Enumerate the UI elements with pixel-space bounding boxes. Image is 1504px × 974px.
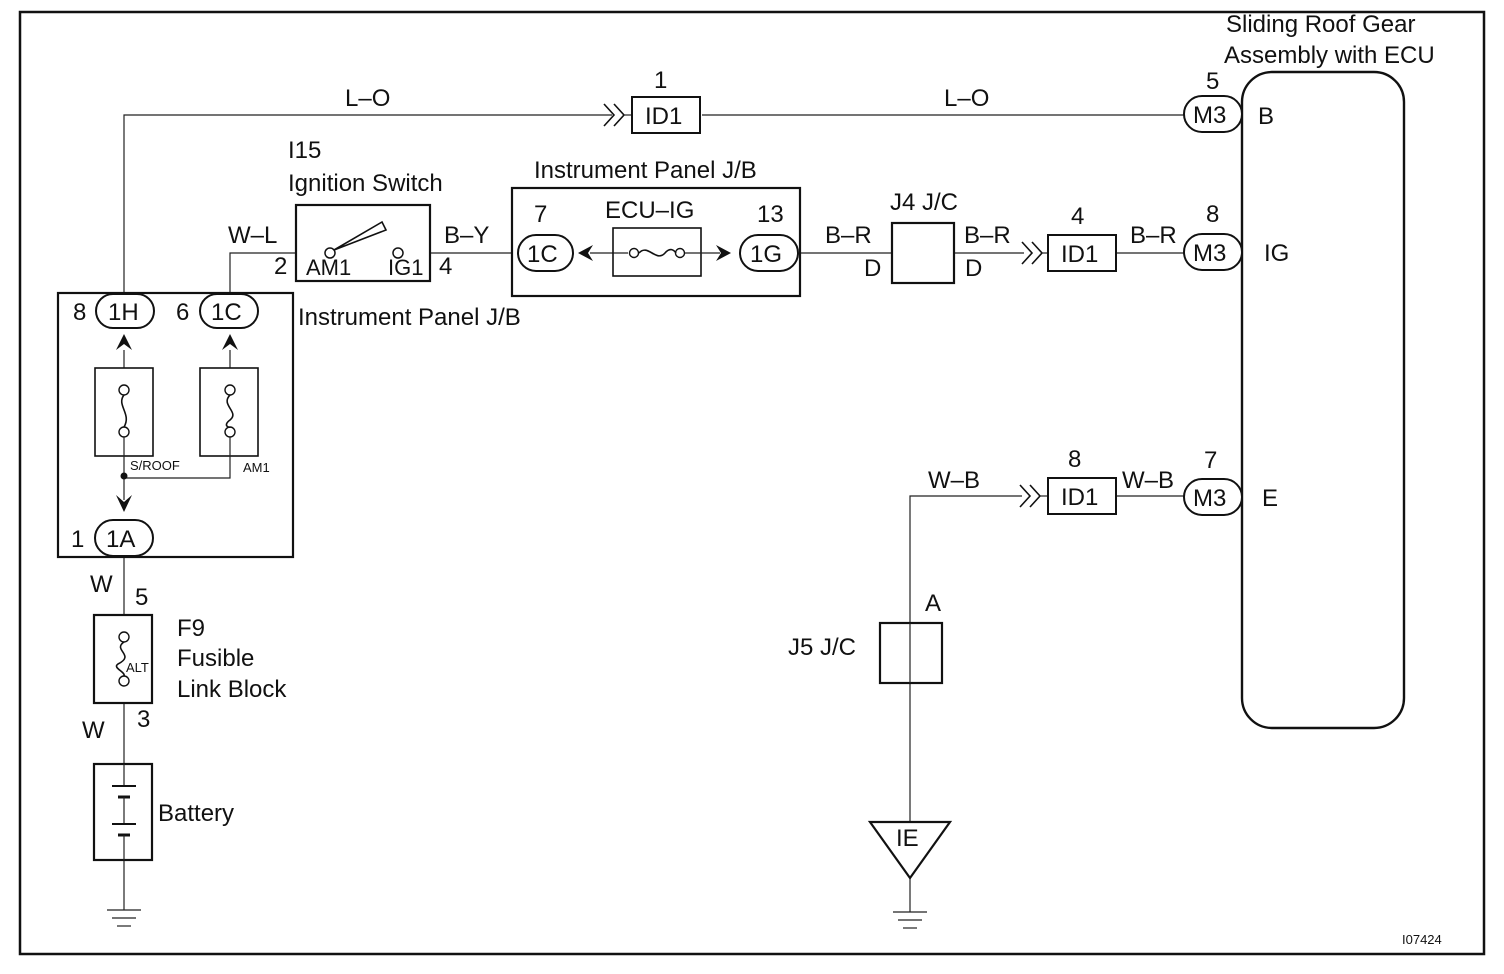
ecu-terminal-ig: IG xyxy=(1264,240,1289,267)
ecu-title-line2: Assembly with ECU xyxy=(1224,42,1435,69)
ground-symbol-battery xyxy=(107,909,141,927)
connector-id1-low-label: ID1 xyxy=(1061,484,1098,511)
ribbon-arrow-id1-mid xyxy=(1021,241,1044,265)
f9-name-line1: Fusible xyxy=(177,645,254,672)
ignition-name: Ignition Switch xyxy=(288,170,443,197)
f9-code: F9 xyxy=(177,615,205,642)
ecu-terminal-e: E xyxy=(1262,485,1278,512)
ignition-am1: AM1 xyxy=(306,255,351,280)
j4-left-pin: D xyxy=(864,255,881,282)
fuse-sroof-label: S/ROOF xyxy=(130,458,180,473)
connector-m3-ig xyxy=(1183,233,1243,271)
ground-symbol-ie xyxy=(893,911,927,929)
ground-ie-triangle xyxy=(867,820,953,880)
connector-1g-jb-pin: 13 xyxy=(757,201,784,228)
connector-id1-mid xyxy=(1047,234,1117,272)
connector-1a xyxy=(94,519,154,557)
connector-id1-low xyxy=(1047,477,1117,515)
connector-1c-jb-pin: 7 xyxy=(534,201,547,228)
arrow-up-1c xyxy=(222,334,238,350)
connector-1c xyxy=(199,293,259,329)
sliding-roof-ecu-box xyxy=(1240,70,1406,730)
f9-pin-3: 3 xyxy=(137,706,150,733)
connector-m3-b-label: M3 xyxy=(1193,102,1226,129)
ecu-terminal-b: B xyxy=(1258,103,1274,130)
wire-br-1-label: B–R xyxy=(825,222,872,249)
ignition-ig1: IG1 xyxy=(388,255,423,280)
wire-lo xyxy=(123,114,612,298)
wire-wb-1 xyxy=(909,495,1022,623)
connector-id1-mid-pin: 4 xyxy=(1071,203,1084,230)
j5-pin-a: A xyxy=(925,590,941,617)
connector-id1-low-pin: 8 xyxy=(1068,446,1081,473)
connector-1h xyxy=(95,293,155,329)
wire-wb-2-label: W–B xyxy=(1122,467,1174,494)
ipjb-left-box xyxy=(56,291,295,559)
connector-m3-e-label: M3 xyxy=(1193,485,1226,512)
connector-1c-jb xyxy=(517,234,574,272)
ipjb-left-label: Instrument Panel J/B xyxy=(298,304,521,331)
j5-junction xyxy=(878,621,944,685)
connector-1g-jb-label: 1G xyxy=(750,241,782,268)
battery-label: Battery xyxy=(158,800,234,827)
connector-id1-top xyxy=(631,96,701,134)
fusible-link-f9 xyxy=(92,613,154,705)
battery-box xyxy=(92,762,154,862)
ignition-pin-2: 2 xyxy=(274,253,287,280)
connector-m3-b-pin: 5 xyxy=(1206,68,1219,95)
wire-br-3-label: B–R xyxy=(1130,222,1177,249)
wire-lo-right-label: L–O xyxy=(944,85,989,112)
connector-m3-e xyxy=(1183,478,1243,516)
wire-by-label: B–Y xyxy=(444,222,489,249)
f9-pin-5: 5 xyxy=(135,584,148,611)
connector-1c-jb-label: 1C xyxy=(527,241,558,268)
ignition-switch-box xyxy=(294,203,432,283)
connector-m3-ig-pin: 8 xyxy=(1206,201,1219,228)
connector-1h-label: 1H xyxy=(108,299,139,326)
arrow-down-1a xyxy=(116,495,132,512)
ecu-title-line1: Sliding Roof Gear xyxy=(1226,11,1415,38)
wire-lo-left-label: L–O xyxy=(345,85,390,112)
wire-br-2-label: B–R xyxy=(964,222,1011,249)
connector-id1-top-pin: 1 xyxy=(654,67,667,94)
connector-m3-ig-label: M3 xyxy=(1193,240,1226,267)
connector-1g-jb xyxy=(739,234,799,272)
wire-w-bottom-label: W xyxy=(82,717,105,744)
fuse-ecu-ig-label: ECU–IG xyxy=(605,197,694,224)
connector-1a-pin: 1 xyxy=(71,526,84,553)
connector-m3-e-pin: 7 xyxy=(1204,447,1217,474)
f9-name-line2: Link Block xyxy=(177,676,287,703)
connector-1c-pin: 6 xyxy=(176,299,189,326)
ribbon-arrow-id1-low xyxy=(1019,484,1042,508)
arrow-left-1c xyxy=(578,245,593,261)
connector-id1-top-label: ID1 xyxy=(645,103,682,130)
j4-junction xyxy=(890,221,956,285)
connector-id1-mid-label: ID1 xyxy=(1061,241,1098,268)
connector-m3-b xyxy=(1183,95,1243,133)
j4-right-pin: D xyxy=(965,255,982,282)
arrow-right-1g xyxy=(716,245,731,261)
fuse-am1 xyxy=(199,367,259,457)
fuse-am1-label: AM1 xyxy=(243,460,270,475)
j5-label: J5 J/C xyxy=(788,634,856,661)
ground-ie-label: IE xyxy=(896,825,919,852)
connector-1a-label: 1A xyxy=(106,526,135,553)
ipjb-right-label: Instrument Panel J/B xyxy=(534,157,757,184)
fuse-ecu-ig xyxy=(612,227,702,277)
f9-alt-label: ALT xyxy=(126,660,149,675)
wire-wl-label: W–L xyxy=(228,222,277,249)
arrow-up-1h xyxy=(116,334,132,350)
ignition-pin-4: 4 xyxy=(439,253,452,280)
j4-label: J4 J/C xyxy=(890,189,958,216)
ignition-code: I15 xyxy=(288,137,321,164)
connector-1c-label: 1C xyxy=(211,299,242,326)
battery-cells xyxy=(112,764,136,860)
diagram-frame xyxy=(18,10,1486,956)
ignition-contact-arm xyxy=(333,220,388,251)
figure-id: I07424 xyxy=(1402,932,1442,947)
connector-1h-pin: 8 xyxy=(73,299,86,326)
wire-wb-1-label: W–B xyxy=(928,467,980,494)
wire-w-top-label: W xyxy=(90,571,113,598)
